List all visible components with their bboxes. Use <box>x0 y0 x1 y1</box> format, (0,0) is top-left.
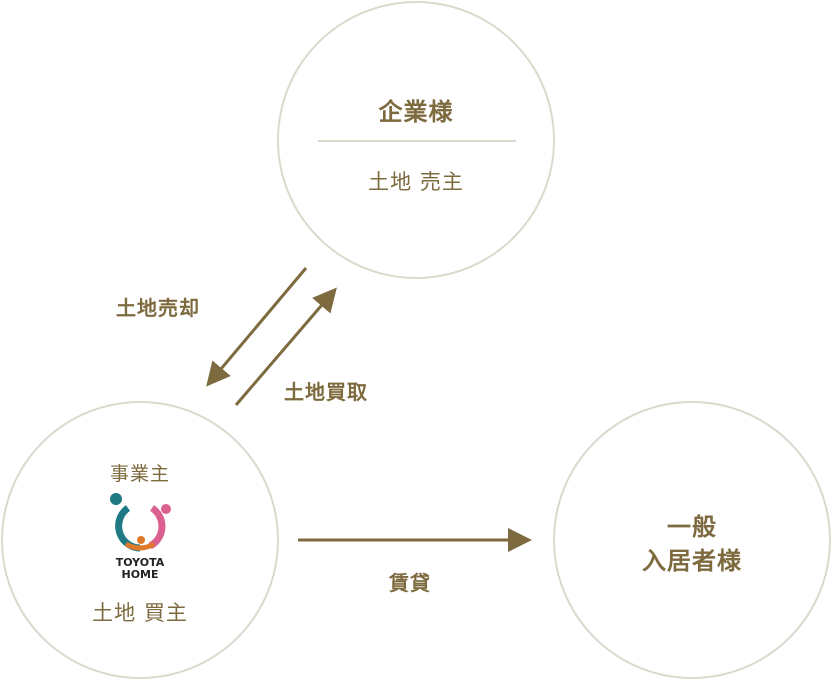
owner-caption: 事業主 <box>109 463 170 485</box>
tenant-circle <box>553 401 831 679</box>
owner-role: 土地 買主 <box>92 601 188 625</box>
logo-text: TOYOTA HOME <box>90 557 190 581</box>
logo-text-line1: TOYOTA <box>115 556 165 569</box>
sell-arrow <box>206 267 308 387</box>
toyota-home-logo-icon <box>110 493 171 552</box>
lease-label: 賃貸 <box>389 571 431 595</box>
tenant-line2: 入居者様 <box>642 547 742 575</box>
company-title: 企業様 <box>378 98 454 126</box>
buy-arrow <box>234 287 337 406</box>
logo-text-line2: HOME <box>121 568 159 581</box>
sell-label: 土地売却 <box>116 296 200 320</box>
tenant-label: 一般 入居者様 <box>592 510 792 578</box>
company-role: 土地 売主 <box>368 170 464 194</box>
tenant-line1: 一般 <box>667 513 717 541</box>
buy-label: 土地買取 <box>284 380 368 404</box>
